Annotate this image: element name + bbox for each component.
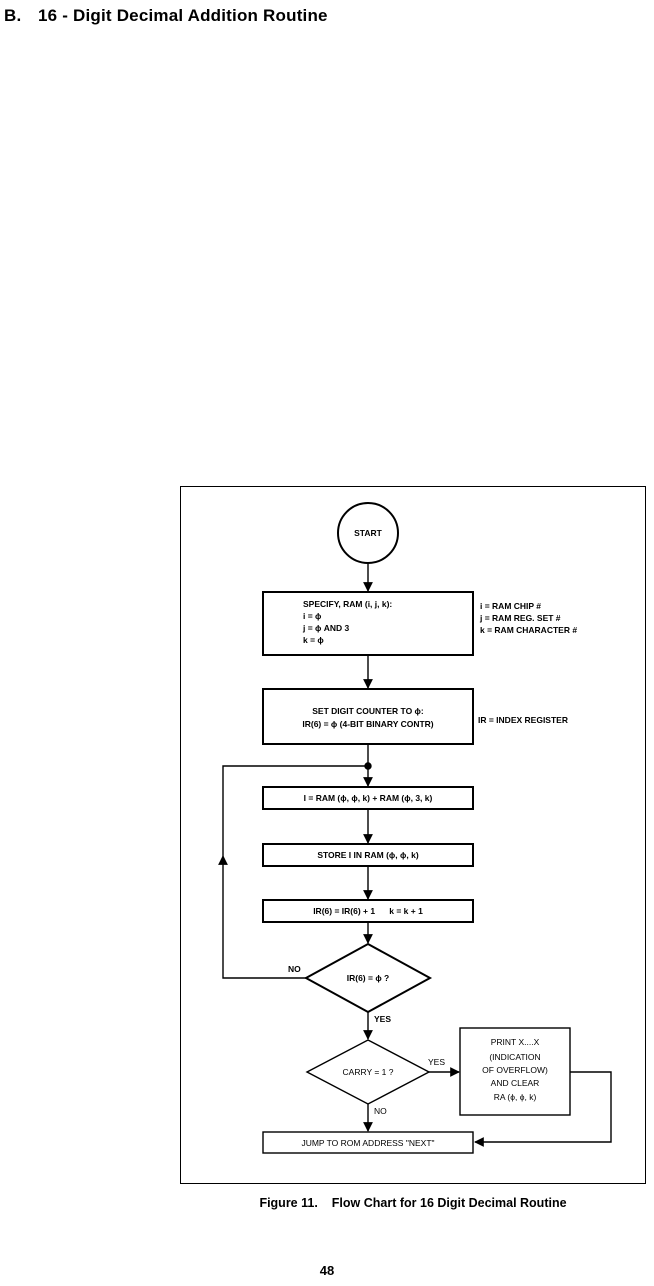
print-line-1: PRINT X....X — [491, 1037, 540, 1047]
print-line-4: AND CLEAR — [491, 1078, 540, 1088]
set-counter-line-2: IR(6) = ϕ (4-BIT BINARY CONTR) — [302, 719, 433, 729]
figure-frame — [180, 486, 646, 1184]
set-counter-box — [262, 688, 474, 745]
decision-2-label: CARRY = 1 ? — [343, 1067, 394, 1077]
note-ram-reg: j = RAM REG. SET # — [479, 613, 561, 623]
specify-line-1: SPECIFY, RAM (i, j, k): — [303, 599, 392, 609]
caption-label: Figure 11. — [259, 1196, 318, 1210]
note-ram-chip: i = RAM CHIP # — [480, 601, 541, 611]
specify-line-2: i = ϕ — [303, 611, 322, 621]
add-label: I = RAM (ϕ, ϕ, k) + RAM (ϕ, 3, k) — [304, 793, 433, 803]
caption-text: Flow Chart for 16 Digit Decimal Routine — [331, 1196, 567, 1210]
yes-label-2: YES — [428, 1057, 445, 1067]
decision-1-label: IR(6) = ϕ ? — [347, 973, 390, 983]
start-label: START — [354, 528, 383, 538]
store-label: STORE I IN RAM (ϕ, ϕ, k) — [317, 850, 419, 860]
figure-caption: Figure 11. Flow Chart for 16 Digit Decima… — [180, 1196, 646, 1210]
specify-line-3: j = ϕ AND 3 — [302, 623, 350, 633]
jump-box — [262, 1131, 474, 1154]
section-title: 16 - Digit Decimal Addition Routine — [38, 6, 328, 25]
specify-line-4: k = ϕ — [303, 635, 324, 645]
print-line-3: OF OVERFLOW) — [482, 1065, 548, 1075]
no-label-1: NO — [288, 964, 301, 974]
section-letter: B. — [4, 6, 22, 25]
no-label-2: NO — [374, 1106, 387, 1116]
page-number: 48 — [319, 1263, 335, 1278]
print-line-5: RA (ϕ, ϕ, k) — [494, 1092, 537, 1102]
print-line-2: (INDICATION — [489, 1052, 540, 1062]
index-register-note: IR = INDEX REGISTER — [478, 715, 568, 725]
yes-label-1: YES — [374, 1014, 391, 1024]
note-ram-char: k = RAM CHARACTER # — [480, 625, 577, 635]
section-heading: B. 16 - Digit Decimal Addition Routine — [4, 6, 328, 26]
increment-label: IR(6) = IR(6) + 1 k = k + 1 — [313, 906, 423, 916]
jump-label: JUMP TO ROM ADDRESS "NEXT" — [301, 1138, 434, 1148]
set-counter-line-1: SET DIGIT COUNTER TO ϕ: — [312, 706, 424, 716]
